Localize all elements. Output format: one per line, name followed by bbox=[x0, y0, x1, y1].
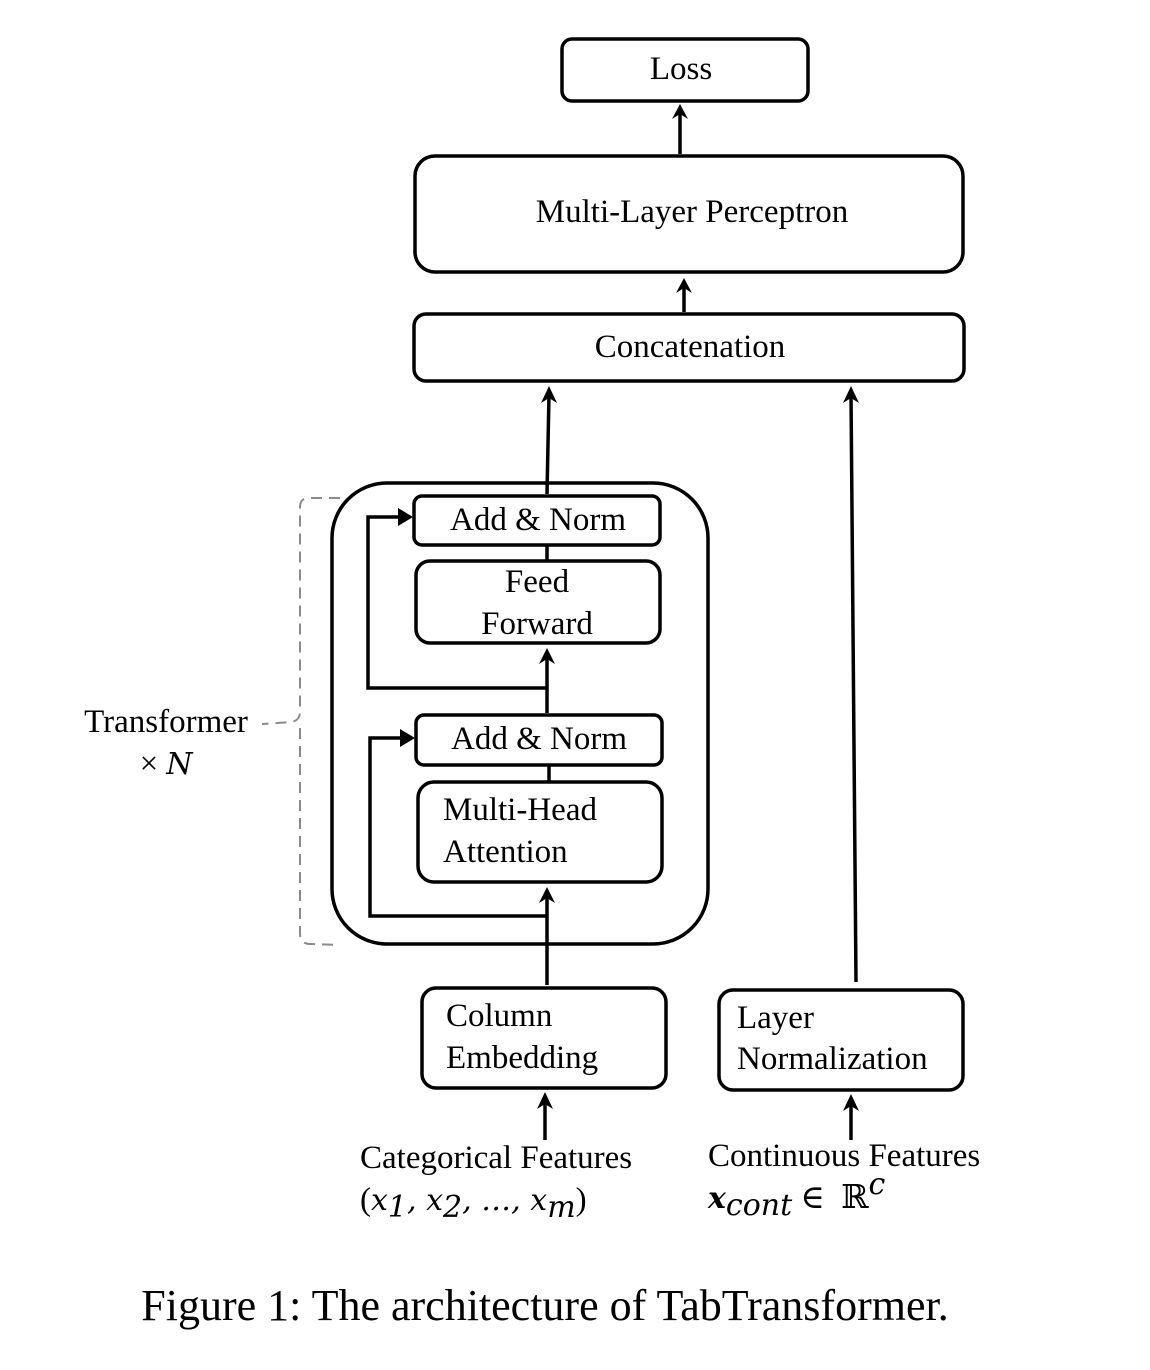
formula-sub-m: m bbox=[547, 1190, 575, 1225]
arrowhead-icon bbox=[672, 104, 688, 119]
arrowhead-icon bbox=[539, 887, 555, 903]
concatenation-label: Concatenation bbox=[595, 329, 786, 365]
formula-x-cont: x bbox=[707, 1181, 727, 1216]
residual-connection-top bbox=[366, 515, 547, 690]
loss-label: Loss bbox=[650, 51, 712, 87]
transformer-bracket-lower bbox=[299, 728, 341, 946]
formula-sub-cont: cont bbox=[726, 1188, 793, 1223]
figure-caption: Figure 1: The architecture of TabTransfo… bbox=[141, 1281, 948, 1330]
mlp-block: Multi-Layer Perceptron bbox=[413, 154, 965, 274]
continuous-features-formula: xcont ∈ ℝc bbox=[707, 1167, 886, 1223]
add-norm-bottom-block: Add & Norm bbox=[414, 713, 664, 767]
arrowhead-icon bbox=[537, 1092, 553, 1109]
categorical-features-label: Categorical Features bbox=[360, 1140, 632, 1176]
multi-head-attention-block: Multi-Head Attention bbox=[416, 780, 664, 884]
loss-block: Loss bbox=[560, 37, 810, 103]
feed-forward-block: Feed Forward bbox=[414, 559, 662, 645]
mlp-label: Multi-Layer Perceptron bbox=[536, 194, 848, 230]
arrow-transformer-to-concat bbox=[545, 393, 551, 495]
transformer-repeat-label: × N bbox=[140, 746, 195, 782]
arrowhead-icon bbox=[843, 1094, 859, 1111]
layer-normalization-label-line1: Layer bbox=[737, 1000, 814, 1036]
add-norm-bottom-label: Add & Norm bbox=[451, 721, 627, 757]
arrowhead-icon bbox=[676, 278, 692, 293]
n-symbol: N bbox=[165, 747, 194, 782]
categorical-features-formula: (x1, x2, …, xm) bbox=[360, 1182, 587, 1225]
times-symbol: × bbox=[140, 746, 159, 782]
formula-sub-1: 1 bbox=[388, 1190, 407, 1225]
transformer-bracket-upper bbox=[261, 497, 340, 725]
formula-ellipsis: , …, bbox=[462, 1183, 530, 1218]
arrowhead-icon bbox=[541, 386, 557, 403]
column-embedding-label-line2: Embedding bbox=[446, 1040, 598, 1076]
arrowhead-icon bbox=[843, 386, 859, 403]
arrowhead-icon bbox=[400, 729, 415, 747]
layer-normalization-block: Layer Normalization bbox=[717, 988, 965, 1092]
continuous-features-label: Continuous Features bbox=[708, 1138, 980, 1174]
formula-real-numbers: ℝ bbox=[841, 1180, 869, 1216]
residual-connection-bottom bbox=[368, 736, 547, 918]
concatenation-block: Concatenation bbox=[412, 312, 966, 383]
formula-sep: , bbox=[407, 1183, 426, 1218]
mha-label-line2: Attention bbox=[443, 834, 568, 870]
arrowhead-icon bbox=[398, 508, 413, 526]
arrow-layernorm-to-concat bbox=[849, 393, 858, 983]
formula-xm: x bbox=[530, 1183, 547, 1218]
arrowhead-icon bbox=[539, 648, 555, 664]
feed-forward-label-line2: Forward bbox=[481, 606, 593, 642]
formula-paren-open: ( bbox=[360, 1182, 371, 1218]
feed-forward-label-line1: Feed bbox=[505, 564, 570, 600]
add-norm-top-block: Add & Norm bbox=[412, 494, 662, 547]
formula-sub-2: 2 bbox=[442, 1190, 462, 1225]
column-embedding-label-line1: Column bbox=[446, 998, 552, 1034]
add-norm-top-label: Add & Norm bbox=[450, 502, 626, 538]
column-embedding-block: Column Embedding bbox=[420, 986, 668, 1090]
formula-x2: x bbox=[426, 1183, 443, 1218]
transformer-label: Transformer bbox=[84, 704, 248, 740]
formula-x1: x bbox=[371, 1183, 388, 1218]
formula-sup-c: c bbox=[869, 1167, 886, 1202]
mha-label-line1: Multi-Head bbox=[443, 792, 597, 828]
formula-element-of: ∈ bbox=[792, 1180, 833, 1216]
layer-normalization-label-line2: Normalization bbox=[737, 1041, 928, 1077]
formula-paren-close: ) bbox=[576, 1182, 587, 1218]
